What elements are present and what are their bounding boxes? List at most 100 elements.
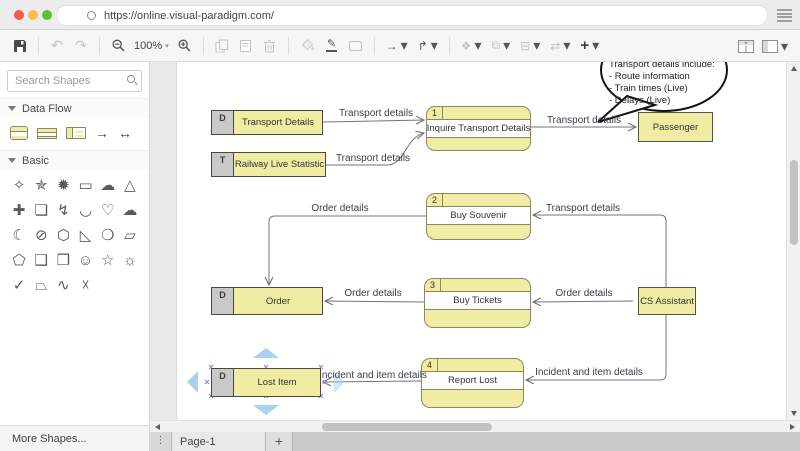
shape-wave-icon[interactable]: ∿ [57, 277, 70, 294]
shape-star-icon[interactable]: ☆ [101, 252, 115, 269]
chevron-down-icon: ▾ [592, 37, 600, 53]
shape-sun-icon[interactable]: ☼ [123, 252, 137, 269]
order-dropdown[interactable]: ⧉ ▾ [489, 34, 514, 58]
copy-button[interactable] [212, 34, 232, 58]
shape-moon-icon[interactable]: ☾ [12, 227, 26, 244]
flow-transport-details-2[interactable] [326, 133, 424, 166]
shape-pentagon-icon[interactable]: ⬠ [12, 252, 26, 269]
process-name: Report Lost [422, 371, 523, 390]
shape-right-triangle-icon[interactable]: ◺ [79, 227, 92, 244]
shape-rect-callout-2-icon[interactable]: ❒ [56, 252, 71, 269]
bring-to-front-icon: ⧉ [491, 38, 501, 52]
scroll-left-icon[interactable] [155, 424, 160, 430]
zoom-out-button[interactable] [108, 34, 128, 58]
shape-lightning-icon[interactable]: ↯ [57, 202, 70, 219]
vertical-scrollbar[interactable] [786, 62, 800, 420]
process-buy-souvenir[interactable]: 2 Buy Souvenir [426, 193, 531, 240]
redo-button[interactable]: ↷ [71, 34, 91, 58]
section-header-data-flow[interactable]: Data Flow [0, 98, 149, 118]
data-store-transport-details[interactable]: D Transport Details [211, 110, 323, 135]
entity-passenger[interactable]: Passenger [638, 112, 713, 142]
shape-polygon-icon[interactable]: ⬡ [56, 227, 70, 244]
flow-transport-details-4[interactable] [533, 215, 667, 287]
section-label: Basic [22, 154, 49, 167]
arrow-style-dropdown[interactable]: → ▾ [383, 34, 411, 58]
data-store-lost-item[interactable]: D Lost Item [211, 368, 321, 397]
shape-rect-callout-icon[interactable]: ❑ [34, 252, 48, 269]
insert-dropdown[interactable]: + ▾ [577, 34, 602, 58]
speech-bubble[interactable] [597, 62, 728, 123]
flow-order-details-1[interactable] [269, 215, 426, 285]
sidebar-panel-toggle[interactable]: ▾ [759, 34, 791, 58]
scroll-up-icon[interactable] [791, 66, 797, 71]
flow-order-details-3[interactable] [533, 301, 634, 302]
shape-document-icon[interactable]: ❏ [34, 202, 48, 219]
paste-button[interactable] [236, 34, 256, 58]
shape-x-icon[interactable]: ☓ [81, 277, 90, 294]
format-panel-toggle[interactable] [735, 34, 757, 58]
shape-external-entity-icon[interactable] [66, 127, 86, 139]
tab-page-1[interactable]: Page-1 [172, 432, 265, 451]
scroll-right-icon[interactable] [790, 424, 795, 430]
connector-style-dropdown[interactable]: ↱ ▾ [415, 34, 441, 58]
selection-move-arrows[interactable] [187, 348, 345, 415]
shape-cross-icon[interactable]: ✚ [12, 202, 26, 219]
shape-smiley-icon[interactable]: ☺ [77, 252, 94, 269]
zoom-in-button[interactable] [175, 34, 195, 58]
entity-cs-assistant[interactable]: CS Assistant [638, 287, 696, 315]
model-tools-dropdown[interactable]: ❖ ▾ [458, 34, 485, 58]
diagram-canvas[interactable]: Transport details include: - Route infor… [176, 62, 786, 420]
shape-cone-icon[interactable]: △ [124, 177, 136, 194]
shape-oval-callout-icon[interactable]: ❍ [101, 227, 115, 244]
section-header-basic[interactable]: Basic [0, 150, 149, 170]
add-page-button[interactable]: + [265, 432, 293, 451]
shape-check-icon[interactable]: ✓ [12, 277, 26, 294]
page-list-button[interactable]: ⋮ [150, 432, 172, 451]
shape-burst-icon[interactable]: ✹ [57, 177, 70, 194]
shape-cloud-callout-icon[interactable]: ☁ [122, 202, 138, 219]
browser-menu-button[interactable] [777, 9, 792, 22]
zoom-level-value: 100% [134, 39, 163, 52]
flow-transport-details-1[interactable] [322, 120, 424, 122]
fill-color-button[interactable] [297, 34, 318, 58]
process-inquire-transport-details[interactable]: 1 Inquire Transport Details [426, 106, 531, 151]
shape-seven-point-star-icon[interactable]: ✯ [34, 177, 48, 194]
url-bar[interactable]: https://online.visual-paradigm.com/ [56, 5, 768, 26]
shape-banner-icon[interactable]: ▭ [78, 177, 93, 194]
shape-heart-icon[interactable]: ♡ [101, 202, 115, 219]
data-store-order[interactable]: D Order [211, 287, 323, 315]
save-button[interactable] [10, 34, 30, 58]
process-buy-tickets[interactable]: 3 Buy Tickets [424, 278, 531, 328]
undo-button[interactable]: ↶ [47, 34, 67, 58]
shape-parallelogram-icon[interactable]: ▱ [124, 227, 136, 244]
shape-data-store-icon[interactable] [37, 127, 57, 139]
shape-cloud-icon[interactable]: ☁ [100, 177, 116, 194]
shape-process-icon[interactable] [10, 126, 28, 140]
chevron-down-icon: ▾ [780, 37, 788, 54]
shape-style-button[interactable] [346, 34, 366, 58]
window-minimize-button[interactable] [28, 10, 38, 20]
horizontal-scrollbar[interactable] [150, 420, 800, 432]
shape-data-flow-icon[interactable]: → [95, 125, 109, 141]
line-color-button[interactable]: ✎ [322, 34, 342, 58]
data-store-railway-live-statistic[interactable]: T Railway Live Statistic [211, 152, 326, 177]
window-zoom-button[interactable] [42, 10, 52, 20]
shape-prohibited-icon[interactable]: ⊘ [34, 227, 48, 244]
horizontal-scroll-thumb[interactable] [322, 423, 492, 431]
shape-chord-icon[interactable]: ◡ [79, 202, 93, 219]
flow-order-details-2[interactable] [325, 301, 425, 302]
more-shapes-link[interactable]: More Shapes... [0, 425, 150, 451]
align-dropdown[interactable]: ⊟ ▾ [517, 34, 543, 58]
swap-dropdown[interactable]: ⇄ ▾ [547, 34, 573, 58]
flow-incident-details-1[interactable] [526, 315, 667, 380]
zoom-level-dropdown[interactable]: 100% ▾ [134, 40, 169, 52]
shape-bidirectional-flow-icon[interactable]: ↔ [118, 125, 132, 141]
search-input[interactable] [7, 70, 142, 92]
window-close-button[interactable] [14, 10, 24, 20]
shape-four-point-star-icon[interactable]: ✧ [12, 177, 26, 194]
delete-button[interactable] [260, 34, 280, 58]
scroll-down-icon[interactable] [791, 411, 797, 416]
vertical-scroll-thumb[interactable] [790, 160, 798, 245]
shape-trapezoid-icon[interactable]: ⏢ [35, 277, 48, 294]
process-report-lost[interactable]: 4 Report Lost [421, 358, 524, 408]
